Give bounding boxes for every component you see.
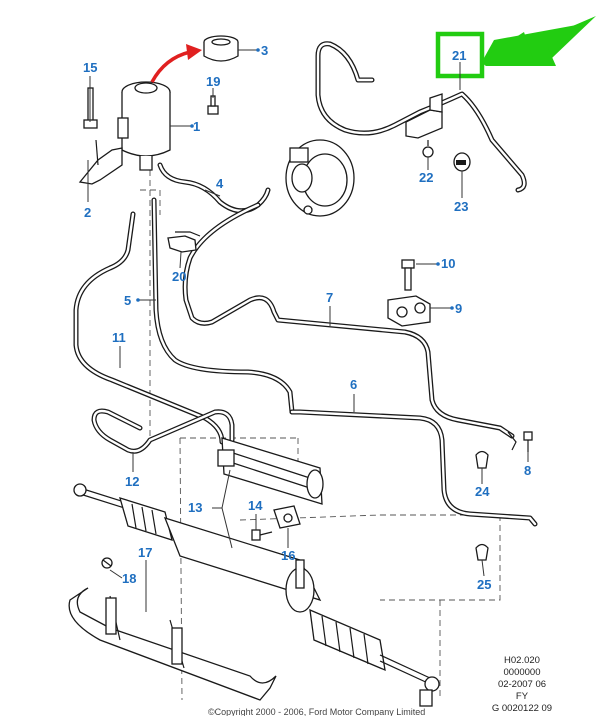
grommet-23: [453, 152, 471, 172]
callout-22: 22: [419, 170, 433, 185]
callout-12: 12: [125, 474, 139, 489]
bracket-16: [273, 505, 301, 529]
bolt-10: [401, 259, 415, 291]
callout-17: 17: [138, 545, 152, 560]
callout-13: 13: [188, 500, 202, 515]
heat-shield-17: [68, 587, 277, 701]
callout-16: 16: [281, 548, 295, 563]
callout-20: 20: [172, 269, 186, 284]
hose-5: [151, 197, 295, 415]
hose-clip-20: [167, 231, 201, 253]
callout-10: 10: [441, 256, 455, 271]
steering-rack: [73, 483, 440, 707]
callout-2: 2: [84, 205, 91, 220]
oil-cooler: [217, 437, 324, 505]
callout-1: 1: [193, 119, 200, 134]
callout-4: 4: [216, 176, 224, 191]
pipe-7: [182, 202, 515, 439]
callout-21: 21: [452, 48, 466, 63]
nut-22: [422, 140, 434, 158]
hose-11: [73, 211, 225, 445]
reservoir-bracket: [78, 139, 123, 185]
fluid-reservoir: [117, 81, 171, 171]
callout-23: 23: [454, 199, 468, 214]
remove-cap-arrow-icon: [150, 44, 202, 83]
callout-9: 9: [455, 301, 462, 316]
callout-15: 15: [83, 60, 97, 75]
callout-18: 18: [122, 571, 136, 586]
steering-pump: [285, 139, 355, 217]
info-line-2: 0000000: [504, 667, 541, 678]
callout-25: 25: [477, 577, 491, 592]
pipe-bracket-21: [405, 93, 443, 139]
leader-dots: [136, 48, 454, 310]
bolt-8: [507, 431, 533, 452]
info-line-3: 02-2007 06: [498, 679, 546, 690]
copyright-text: ©Copyright 2000 - 2006, Ford Motor Compa…: [208, 707, 425, 716]
callout-19: 19: [206, 74, 220, 89]
drawing-info-block: H02.020 0000000 02-2007 06 FY G 0020122 …: [492, 655, 552, 714]
pipe-21: [315, 41, 527, 193]
leader-lines: [87, 49, 529, 612]
pipe-6: [289, 409, 538, 527]
reservoir-cap: [203, 35, 239, 62]
callout-11: 11: [112, 330, 126, 345]
callout-14: 14: [248, 498, 263, 513]
clip-25: [475, 543, 489, 561]
pipe-12: [91, 408, 235, 454]
info-line-5: G 0020122 09: [492, 703, 552, 714]
callout-6: 6: [350, 377, 357, 392]
callout-8: 8: [524, 463, 531, 478]
clamp-9: [387, 295, 431, 327]
callout-7: 7: [326, 290, 333, 305]
callout-24: 24: [475, 484, 490, 499]
callout-5: 5: [124, 293, 131, 308]
highlight-arrow-icon: [482, 16, 596, 66]
bolt-14: [251, 529, 273, 541]
info-line-4: FY: [516, 691, 529, 702]
hose-4: [157, 162, 271, 214]
bolt-19: [207, 95, 219, 115]
clip-24: [475, 450, 489, 469]
callout-3: 3: [261, 43, 268, 58]
nut-18: [101, 557, 113, 569]
info-line-1: H02.020: [504, 655, 540, 666]
